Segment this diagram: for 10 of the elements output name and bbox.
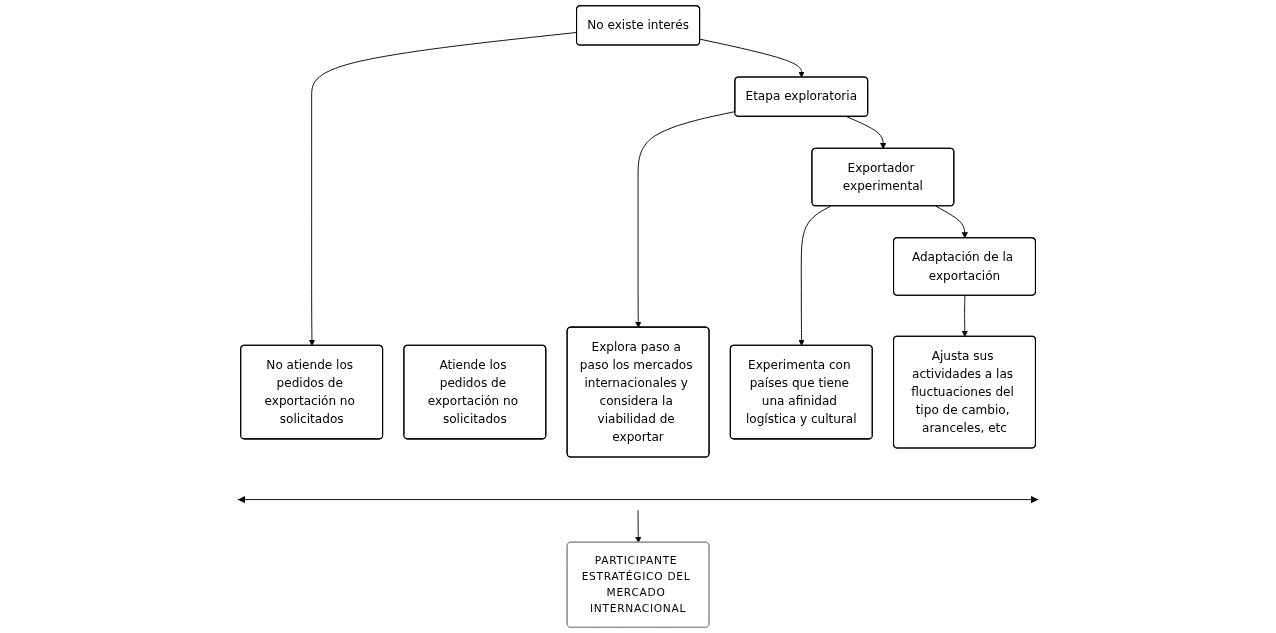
- stage-box: Experimenta con países que tiene una afinidad logística y cultural: [729, 344, 873, 440]
- stage-box: Etapa exploratoria: [734, 76, 869, 117]
- stage-box: No existe interés: [575, 5, 701, 46]
- stage-box: Atiende los pedidos de exportación no solicitados: [403, 344, 547, 440]
- stage-box: No atiende los pedidos de exportación no solicitados: [240, 344, 384, 440]
- stage-box: Exportador experimental: [811, 147, 955, 207]
- stage-box: Adaptación de la exportación: [892, 237, 1036, 296]
- result-box: PARTICIPANTE ESTRATÉGICO DEL MERCADO INTERNACIONAL: [566, 541, 710, 628]
- stage-box: Explora paso a paso los mercados internacionales y considera la viabilidad de exportar: [566, 326, 710, 458]
- stage-box: Ajusta sus actividades a las fluctuaciones del tipo de cambio, aranceles, etc: [892, 335, 1036, 449]
